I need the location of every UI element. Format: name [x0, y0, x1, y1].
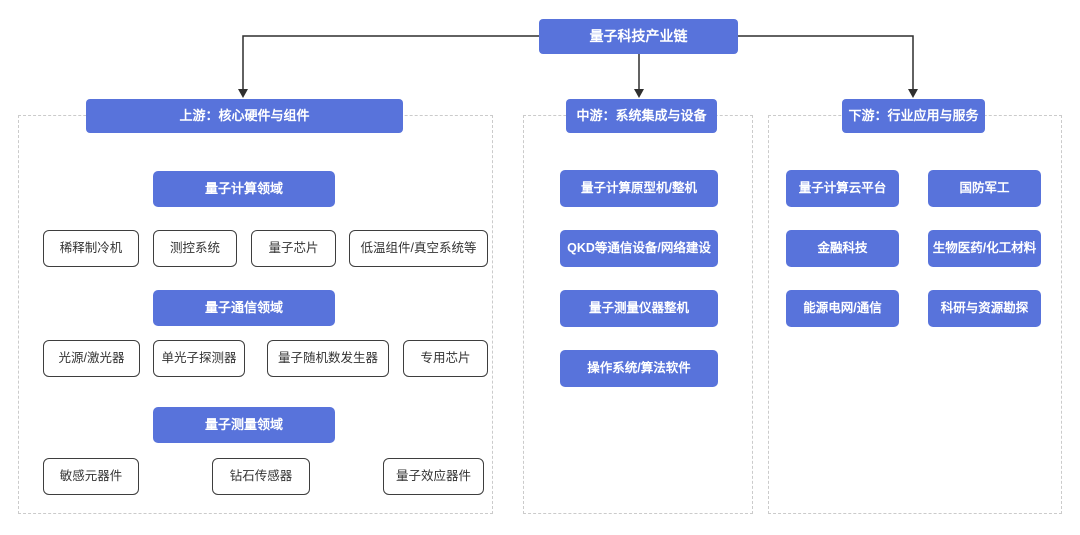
connector-downstream	[738, 35, 918, 98]
item-dilution-refrigerator: 稀释制冷机	[43, 230, 139, 267]
item-measurement-control-system: 测控系统	[153, 230, 237, 267]
item-cryogenic-vacuum-systems: 低温组件/真空系统等	[349, 230, 488, 267]
section-quantum-measurement: 量子测量领域	[153, 407, 335, 443]
item-quantum-effect-devices: 量子效应器件	[383, 458, 484, 495]
item-os-algorithm-software: 操作系统/算法软件	[560, 350, 718, 387]
item-fintech: 金融科技	[786, 230, 899, 267]
item-qkd-network-equipment: QKD等通信设备/网络建设	[560, 230, 718, 267]
item-single-photon-detector: 单光子探测器	[153, 340, 245, 377]
item-defense-military: 国防军工	[928, 170, 1041, 207]
connector-upstream	[238, 35, 539, 98]
connector-lines	[238, 35, 918, 98]
connector-midstream	[634, 54, 644, 98]
item-diamond-sensor: 钻石传感器	[212, 458, 310, 495]
item-quantum-chip: 量子芯片	[251, 230, 336, 267]
downstream-header: 下游：行业应用与服务	[842, 99, 985, 133]
midstream-header: 中游：系统集成与设备	[566, 99, 717, 133]
item-quantum-computer-prototype: 量子计算原型机/整机	[560, 170, 718, 207]
item-sensitive-components: 敏感元器件	[43, 458, 139, 495]
item-quantum-measurement-instruments: 量子测量仪器整机	[560, 290, 718, 327]
item-biomedicine-chemical-materials: 生物医药/化工材料	[928, 230, 1041, 267]
item-research-resource-exploration: 科研与资源勘探	[928, 290, 1041, 327]
item-energy-grid-communication: 能源电网/通信	[786, 290, 899, 327]
section-quantum-computing: 量子计算领域	[153, 171, 335, 207]
section-quantum-communication: 量子通信领域	[153, 290, 335, 326]
item-light-source-laser: 光源/激光器	[43, 340, 140, 377]
item-dedicated-chip: 专用芯片	[403, 340, 488, 377]
item-quantum-random-number-generator: 量子随机数发生器	[267, 340, 389, 377]
root-node-title: 量子科技产业链	[539, 19, 738, 54]
item-quantum-cloud-platform: 量子计算云平台	[786, 170, 899, 207]
upstream-header: 上游：核心硬件与组件	[86, 99, 403, 133]
